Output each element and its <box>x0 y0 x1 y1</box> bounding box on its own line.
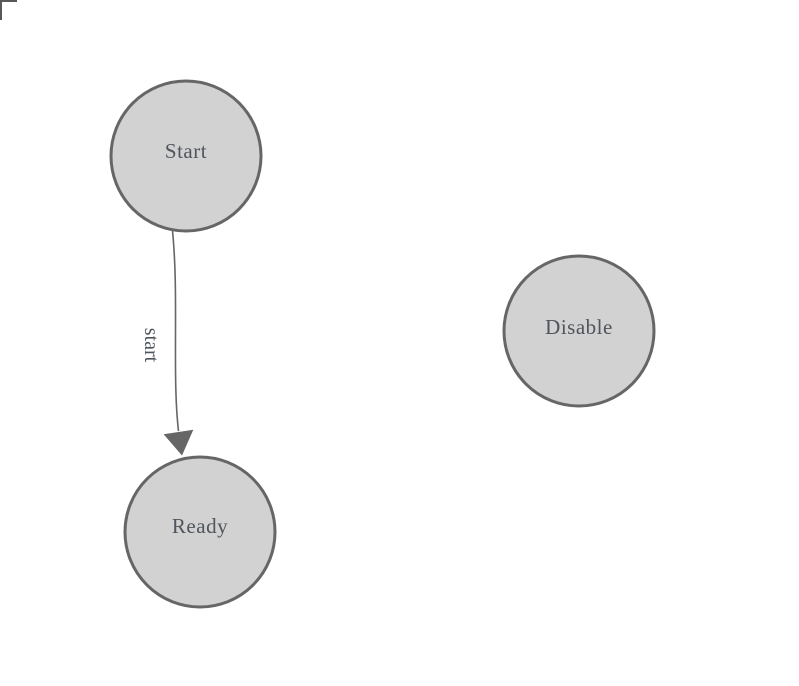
node-circle[interactable] <box>123 455 277 609</box>
edge-line[interactable] <box>171 230 180 432</box>
node-start[interactable]: Start <box>109 79 263 233</box>
node-ready[interactable]: Ready <box>123 455 277 609</box>
edge-label: start <box>140 328 162 363</box>
node-circle[interactable] <box>109 79 263 233</box>
corner-mark-vertical <box>0 0 2 20</box>
corner-mark-horizontal <box>0 0 17 2</box>
edge-start-to-ready: start <box>140 230 194 456</box>
node-disable[interactable]: Disable <box>502 254 656 408</box>
node-label: Disable <box>545 315 613 339</box>
node-circle[interactable] <box>502 254 656 408</box>
node-label: Ready <box>172 514 228 538</box>
node-label: Start <box>165 139 207 163</box>
arrowhead-icon[interactable] <box>163 429 194 456</box>
